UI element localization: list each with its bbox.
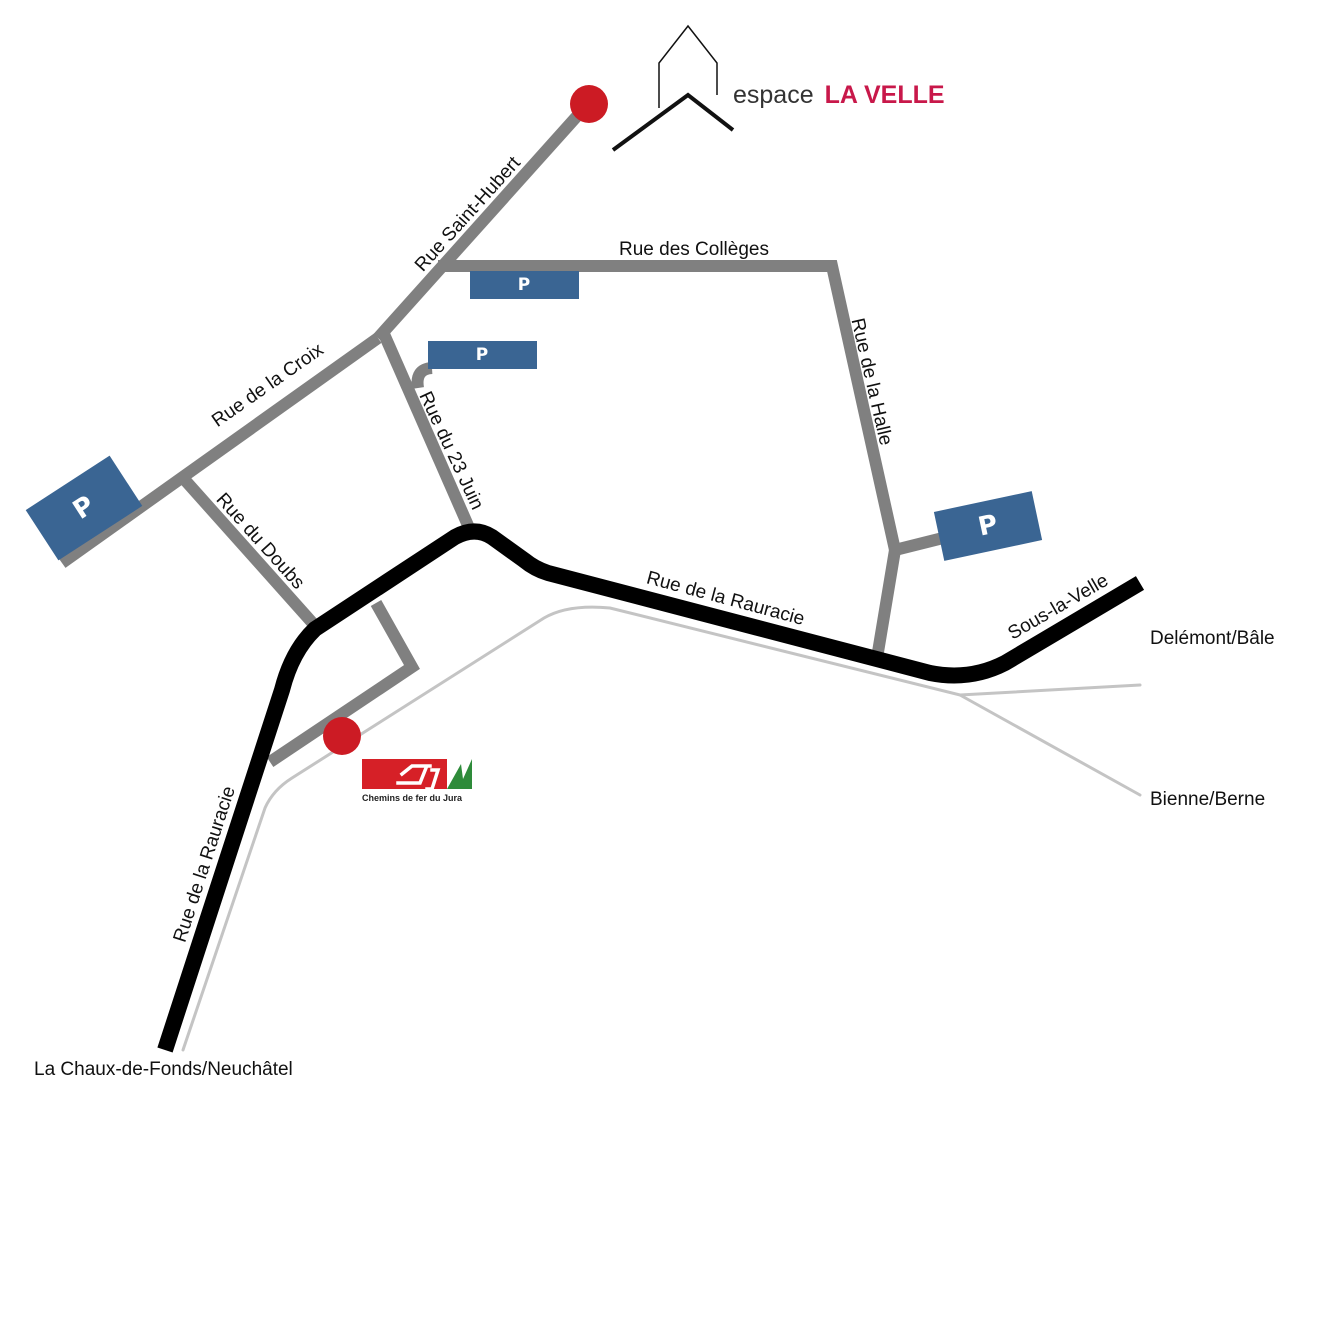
parking-halle: P <box>933 491 1043 561</box>
road-rauracie <box>157 523 1145 1053</box>
street-halle-south <box>872 549 901 653</box>
brand-text: espace LA VELLE <box>733 81 945 109</box>
house-outline-icon <box>658 24 718 108</box>
venue-marker[interactable] <box>570 85 608 123</box>
railway-tracks <box>181 605 1142 1052</box>
street-label-saint-hubert: Rue Saint-Hubert <box>411 152 525 276</box>
parking-colleges: P <box>470 271 579 299</box>
parking-label: P <box>518 275 530 295</box>
street-station-access <box>266 600 420 767</box>
brand-name: LA VELLE <box>825 81 945 109</box>
street-croix <box>58 333 382 568</box>
street-saint-hubert <box>373 100 592 343</box>
roof-chevron-icon <box>611 92 735 152</box>
cj-green-mark-icon <box>447 759 472 789</box>
street-juin <box>378 331 476 533</box>
parking-label: P <box>476 345 488 365</box>
destination-chaux-de-fonds-neuchatel: La Chaux-de-Fonds/Neuchâtel <box>34 1059 293 1080</box>
street-label-colleges: Rue des Collèges <box>619 239 769 260</box>
parking-juin: P <box>428 341 537 369</box>
main-road <box>157 523 1145 1053</box>
parking-west: P <box>25 455 143 561</box>
street-label-doubs: Rue du Doubs <box>212 489 309 593</box>
street-colleges <box>438 260 901 552</box>
railway-operator-name: Chemins de fer du Jura <box>362 793 463 803</box>
station-marker[interactable] <box>323 717 361 755</box>
street-doubs <box>179 475 322 632</box>
brand-prefix: espace <box>733 81 814 109</box>
street-juin-parking-spur <box>411 362 433 389</box>
destination-delemont-bale: Delémont/Bâle <box>1150 628 1275 649</box>
side-streets <box>58 100 945 767</box>
destination-bienne-berne: Bienne/Berne <box>1150 789 1265 810</box>
cj-logo: Chemins de fer du Jura <box>362 759 472 803</box>
brand-logo: espace LA VELLE <box>611 24 945 152</box>
railway-track-main <box>181 605 1142 1052</box>
railway-track-bienne <box>958 693 1142 797</box>
cj-letters-icon <box>396 764 441 791</box>
street-halle-parking-spur <box>893 532 945 556</box>
